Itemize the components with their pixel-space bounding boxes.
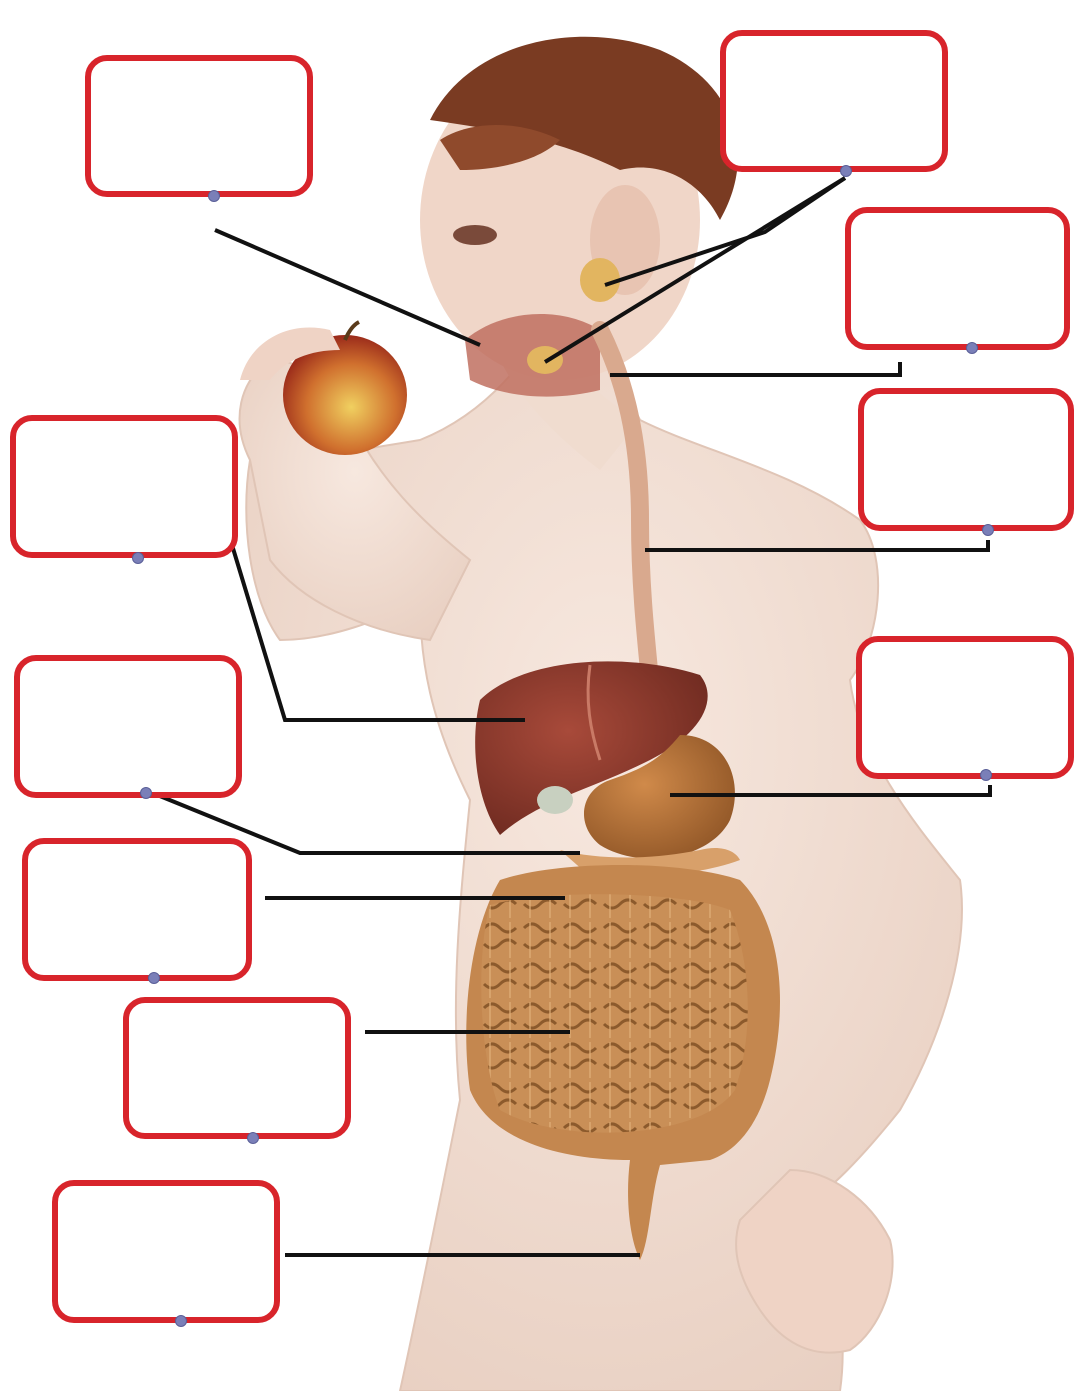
label-box-rectum[interactable] [52,1180,280,1323]
label-box-stomach[interactable] [856,636,1074,779]
label-box-esophagus[interactable] [858,388,1074,531]
connector-handle[interactable] [175,1315,187,1327]
label-box-liver[interactable] [10,415,238,558]
connector-handle[interactable] [247,1132,259,1144]
connector-handle[interactable] [982,524,994,536]
small-intestine [481,894,747,1132]
connector-handle[interactable] [966,342,978,354]
label-box-salivary-glands[interactable] [720,30,948,172]
label-box-gallbladder[interactable] [14,655,242,798]
body-silhouette [240,300,962,1391]
label-box-mouth[interactable] [85,55,313,197]
label-box-pancreas[interactable] [22,838,252,981]
connector-handle[interactable] [208,190,220,202]
connector-handle[interactable] [980,769,992,781]
label-box-pharynx[interactable] [845,207,1070,350]
label-box-small-intestine[interactable] [123,997,351,1139]
gallbladder [537,786,573,814]
connector-handle[interactable] [148,972,160,984]
connector-handle[interactable] [132,552,144,564]
connector-handle[interactable] [840,165,852,177]
connector-handle[interactable] [140,787,152,799]
leader-line-pharynx [610,362,900,375]
